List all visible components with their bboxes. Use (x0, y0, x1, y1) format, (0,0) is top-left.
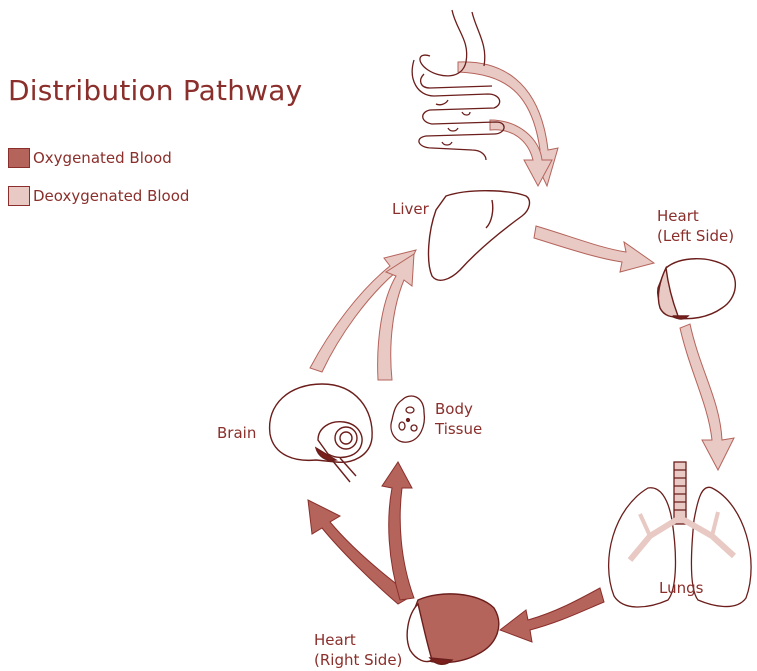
label-body-tissue: Body Tissue (435, 399, 482, 439)
label-liver: Liver (392, 199, 429, 219)
body-tissue-illustration (391, 396, 424, 442)
legend-label-deoxygenated: Deoxygenated Blood (33, 187, 189, 205)
label-brain: Brain (217, 423, 256, 443)
heart-right-illustration (407, 594, 499, 664)
legend-item-deoxygenated: Deoxygenated Blood (8, 186, 189, 206)
arrow-liver-to-heart-left (534, 226, 654, 272)
label-lungs: Lungs (659, 578, 703, 598)
label-body-tissue-line1: Body (435, 399, 482, 419)
label-heart-left-line2: (Left Side) (657, 226, 734, 246)
legend-item-oxygenated: Oxygenated Blood (8, 148, 172, 168)
liver-illustration (429, 191, 530, 281)
heart-left-illustration (658, 259, 736, 319)
brain-illustration (270, 384, 373, 482)
label-heart-right-line1: Heart (314, 630, 402, 650)
label-heart-right-line2: (Right Side) (314, 650, 402, 670)
label-body-tissue-line2: Tissue (435, 419, 482, 439)
oxygenated-swatch (8, 148, 30, 168)
page-title: Distribution Pathway (8, 74, 302, 107)
label-heart-left-line1: Heart (657, 206, 734, 226)
label-heart-right: Heart (Right Side) (314, 630, 402, 670)
deoxygenated-swatch (8, 186, 30, 206)
arrow-heart-left-to-lungs (680, 324, 734, 470)
digestive-system-illustration (412, 10, 504, 160)
arrow-lungs-to-heart-right (500, 588, 604, 642)
legend-label-oxygenated: Oxygenated Blood (33, 149, 172, 167)
label-heart-left: Heart (Left Side) (657, 206, 734, 246)
